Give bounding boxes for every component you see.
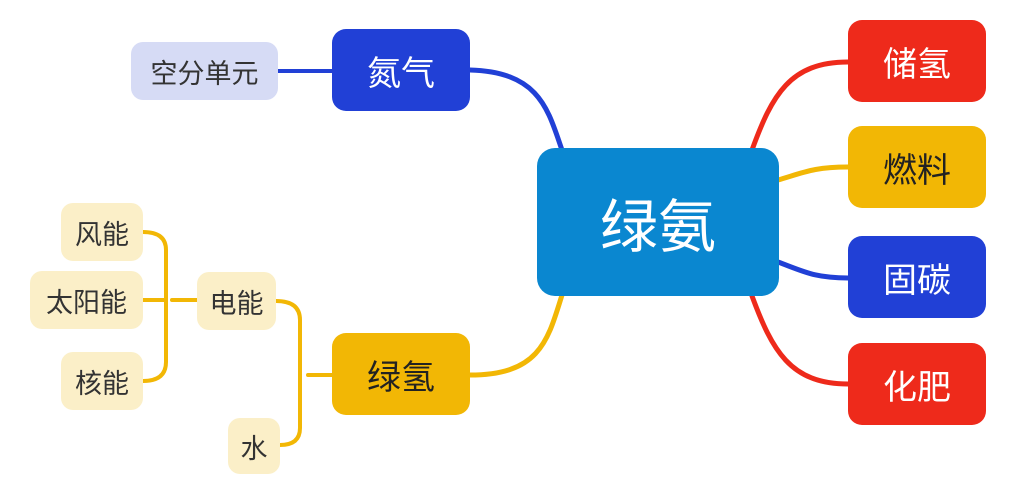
link-energy-sources [141, 230, 199, 383]
link-fuel [775, 164, 851, 183]
branch-fuel[interactable]: 燃料 [848, 126, 986, 208]
branch-hydrogen-storage[interactable]: 储氢 [848, 20, 986, 102]
link-hydrogen-storage [749, 59, 851, 153]
link-fertilizer [749, 293, 851, 387]
link-green-hydrogen [467, 292, 565, 378]
branch-fertilizer[interactable]: 化肥 [848, 343, 986, 425]
link-carbon-fixation [775, 259, 851, 281]
subnode-solar[interactable]: 太阳能 [30, 271, 143, 329]
subnode-nuclear[interactable]: 核能 [61, 352, 143, 410]
link-nitrogen [467, 67, 565, 153]
subnode-electricity[interactable]: 电能 [197, 272, 276, 330]
branch-nitrogen[interactable]: 氮气 [332, 29, 470, 111]
link-electricity-water [274, 299, 334, 447]
branch-green-hydrogen[interactable]: 绿氢 [332, 333, 470, 415]
subnode-air-separation[interactable]: 空分单元 [131, 42, 278, 100]
subnode-water[interactable]: 水 [228, 418, 280, 474]
branch-carbon-fixation[interactable]: 固碳 [848, 236, 986, 318]
subnode-wind[interactable]: 风能 [61, 203, 143, 261]
center-node[interactable]: 绿氨 [537, 148, 779, 296]
